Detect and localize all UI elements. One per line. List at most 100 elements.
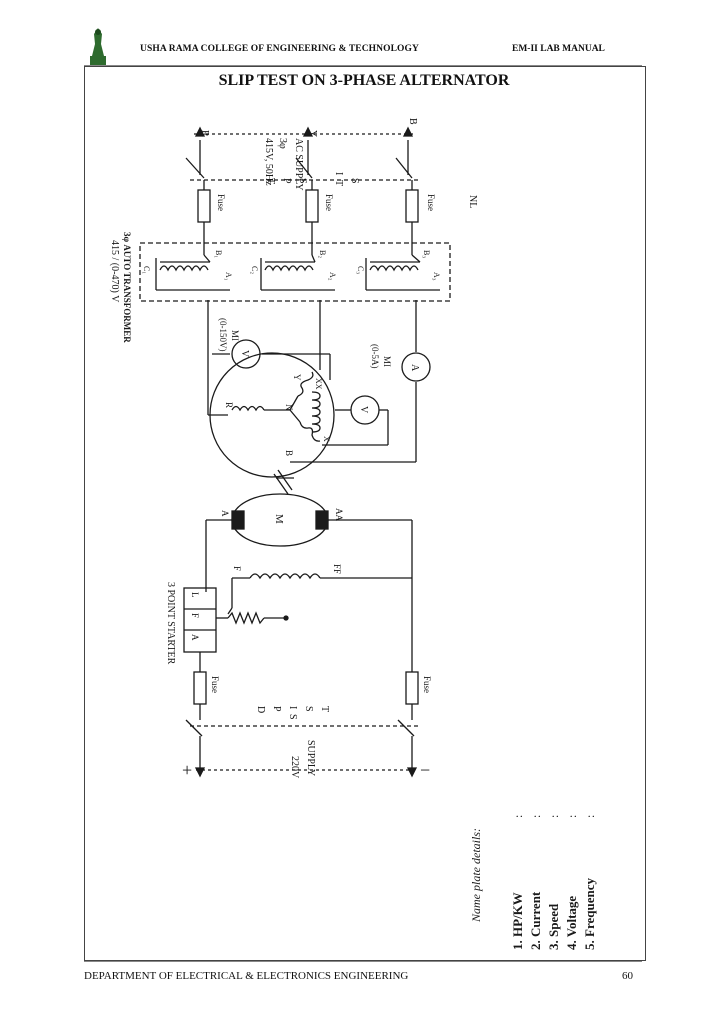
c3-label: C₃	[356, 266, 365, 274]
dpst-t: T	[319, 706, 330, 712]
a2-label: A₂	[328, 272, 337, 281]
page-title: SLIP TEST ON 3-PHASE ALTERNATOR	[218, 72, 510, 89]
dpst-s: S	[303, 706, 314, 712]
voltmeter-line-wiring	[322, 409, 389, 446]
ammeter	[401, 352, 431, 382]
supply-phase: 3φ	[277, 138, 288, 149]
supply-rating: 415V, 50Hz	[263, 138, 274, 186]
gen-b-label: B	[284, 450, 294, 456]
phase-b-label: B	[407, 118, 418, 125]
college-logo-icon	[90, 28, 106, 66]
ammeter-symbol: A	[409, 364, 420, 372]
brush-aa	[315, 510, 329, 530]
auto-transformer-coils	[155, 254, 440, 291]
ammeter-range: (0-5A)	[370, 344, 380, 369]
nameplate-colon-5: :	[583, 815, 597, 818]
starter-label: 3 POINT STARTER	[165, 582, 176, 665]
manual-name: EM-II LAB MANUAL	[512, 44, 605, 54]
dpst-p: P	[271, 706, 282, 712]
field-ff-label: FF	[332, 564, 342, 574]
a3-label: A₃	[432, 272, 441, 281]
supply-type: AC SUPPLY	[293, 138, 304, 191]
fuse-dc2-label: Fuse	[422, 676, 432, 693]
auto-transformer-box	[139, 242, 451, 302]
starter-a: A	[190, 634, 200, 641]
page-frame	[84, 66, 646, 961]
tpst-right-i: I	[333, 172, 344, 175]
field-f-label: F	[232, 566, 242, 571]
fuse-y-label: Fuse	[324, 194, 334, 211]
gen-y-label: Y	[292, 374, 302, 381]
dpst-right-i: I	[287, 706, 298, 709]
dc-wiring	[205, 519, 413, 672]
dc-supply-voltage: 220V	[289, 756, 300, 779]
c1-label: C₁	[142, 266, 151, 274]
voltmeter-line-symbol: V	[358, 406, 369, 414]
auto-to-meters-wiring	[207, 300, 417, 463]
alternator	[209, 352, 335, 478]
ammeter-type: MI	[382, 356, 392, 367]
gen-r-label: R	[224, 402, 234, 408]
tpst-t1: T	[265, 178, 276, 184]
no-load-label: NL	[467, 195, 478, 208]
dc-minus-label: −	[420, 760, 430, 780]
motor-a-label: A	[220, 510, 230, 517]
auto-transformer-label: 3φ AUTO TRANSFORMER	[122, 232, 132, 343]
nameplate-colon-3: :	[547, 815, 561, 818]
c2-label: C₂	[250, 266, 259, 274]
fuse-r	[197, 189, 211, 255]
fuse-r-label: Fuse	[216, 194, 226, 211]
nameplate-item-3: 3. Speed	[546, 903, 561, 950]
nameplate-item-1: 1. HP/KW	[510, 892, 525, 950]
three-point-starter[interactable]	[183, 587, 217, 653]
page-header: USHA RAMA COLLEGE OF ENGINEERING & TECHN…	[0, 0, 728, 70]
alternator-windings	[231, 371, 321, 442]
nameplate-colon-2: :	[529, 815, 543, 818]
dc-fuses	[185, 671, 419, 778]
gen-xx-label: XX	[314, 378, 323, 390]
nameplate-item-5: 5. Frequency	[582, 878, 597, 950]
voltmeter-supply-symbol: V	[239, 350, 250, 358]
auto-transformer-rating: 415 / (0-470) V	[109, 240, 120, 303]
voltmeter-supply-type: MI	[230, 330, 240, 341]
nameplate-colon-1: :	[511, 815, 525, 818]
phase-y-label: Y	[307, 130, 318, 137]
fuse-dc1-label: Fuse	[210, 676, 220, 693]
fuse-b	[405, 189, 419, 255]
dpst-right-s: S	[287, 714, 298, 720]
dpst-d: D	[255, 706, 266, 713]
fuse-y	[305, 189, 319, 255]
gen-x-label: X	[322, 436, 331, 442]
college-name: USHA RAMA COLLEGE OF ENGINEERING & TECHN…	[140, 44, 419, 54]
department-name: DEPARTMENT OF ELECTRICAL & ELECTRONICS E…	[84, 970, 409, 982]
a1-label: A₁	[224, 272, 233, 281]
nameplate-item-2: 2. Current	[528, 891, 543, 950]
nameplate-item-4: 4. Voltage	[564, 896, 579, 950]
dc-plus-label: +	[182, 760, 192, 780]
starter-l: L	[190, 592, 200, 598]
motor-label: M	[273, 514, 285, 524]
gen-n-label: N	[284, 404, 294, 411]
tpst-s: S	[297, 178, 308, 184]
b3-label: B₃	[422, 250, 431, 258]
b2-label: B₂	[318, 250, 327, 258]
phase-r-label: R	[199, 130, 210, 137]
b1-label: B₁	[214, 250, 223, 258]
tpst-right-t: T	[333, 180, 344, 186]
footer-rule	[84, 961, 642, 962]
motor-aa-label: AA	[334, 508, 344, 521]
shaft-coupling	[273, 469, 294, 495]
tpst-right-s: S	[349, 178, 360, 184]
header-rule	[84, 65, 642, 66]
nameplate-heading: Name plate details:	[469, 828, 483, 923]
ac-supply-lines	[185, 126, 420, 190]
tpst-p: P	[281, 178, 292, 184]
fuse-b-label: Fuse	[426, 194, 436, 211]
starter-f: F	[190, 613, 200, 618]
dc-supply-label: SUPPLY	[305, 740, 316, 776]
nameplate-colon-4: :	[565, 815, 579, 818]
page-number: 60	[622, 970, 633, 982]
brush-a	[231, 510, 245, 530]
voltmeter-supply-range: (0-150V)	[218, 318, 228, 352]
